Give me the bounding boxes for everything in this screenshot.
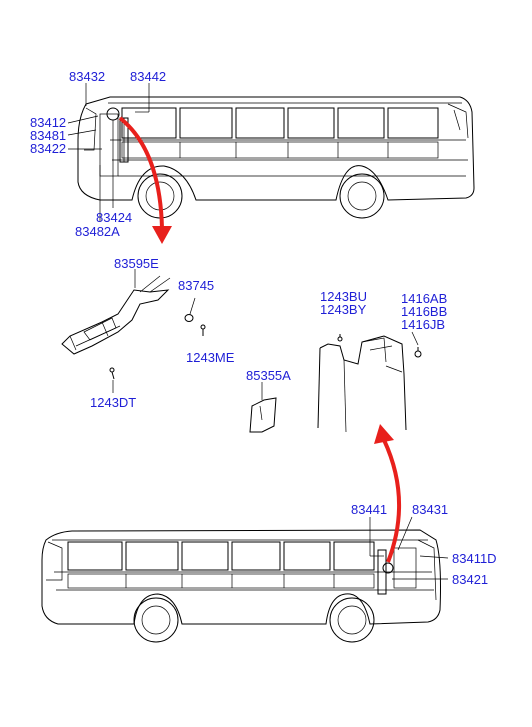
arrow-bottom-to-detail <box>374 424 401 563</box>
label-83431: 83431 <box>412 502 448 517</box>
label-83432: 83432 <box>69 69 105 84</box>
label-1416JB: 1416JB <box>401 317 445 332</box>
screw-1243ME <box>200 324 206 336</box>
top-leader-lines <box>67 83 150 222</box>
middle-right-labels: 1243BU 1243BY 1416AB 1416BB 1416JB 85355… <box>246 289 447 383</box>
label-83595E: 83595E <box>114 256 159 271</box>
bracket-assembly-left <box>61 269 171 355</box>
label-83424: 83424 <box>96 210 132 225</box>
top-bus-labels: 83432 83442 83412 83481 83422 83424 8348… <box>30 69 166 239</box>
label-83745: 83745 <box>178 278 214 293</box>
label-83442: 83442 <box>130 69 166 84</box>
label-83481: 83481 <box>30 128 66 143</box>
middle-left-labels: 83595E 83745 1243ME 1243DT <box>90 256 235 410</box>
screw-1243DT <box>109 367 115 393</box>
clip-83745 <box>184 297 196 322</box>
arrow-top-to-detail <box>118 116 172 244</box>
label-83422: 83422 <box>30 141 66 156</box>
label-83441: 83441 <box>351 502 387 517</box>
cover-85355A <box>249 382 277 433</box>
label-83482A: 83482A <box>75 224 120 239</box>
top-bus-illustration <box>77 96 475 219</box>
label-1416BB: 1416BB <box>401 304 447 319</box>
bottom-bus-labels: 83441 83431 83411D 83421 <box>351 502 497 587</box>
bottom-leader-lines <box>369 516 449 580</box>
label-83412: 83412 <box>30 115 66 130</box>
label-1416AB: 1416AB <box>401 291 447 306</box>
label-1243DT: 1243DT <box>90 395 136 410</box>
pillar-assembly <box>317 331 422 433</box>
bottom-bus-illustration <box>41 529 441 643</box>
label-83421: 83421 <box>452 572 488 587</box>
label-83411D: 83411D <box>452 551 497 566</box>
label-85355A: 85355A <box>246 368 291 383</box>
label-1243BY: 1243BY <box>320 302 367 317</box>
label-1243ME: 1243ME <box>186 350 235 365</box>
label-1243BU: 1243BU <box>320 289 367 304</box>
